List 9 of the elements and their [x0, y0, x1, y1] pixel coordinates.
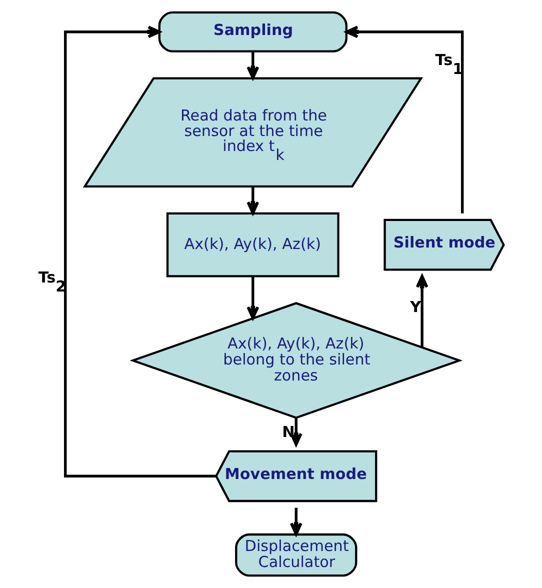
node-box: Ax(k), Ay(k), Az(k) — [166, 212, 340, 278]
arrow — [246, 186, 260, 215]
arrow — [246, 52, 260, 80]
arrow — [290, 508, 302, 536]
node-box: Displacement Calculator — [235, 533, 358, 577]
node-box: Sampling — [158, 11, 348, 52]
arrow — [246, 276, 260, 320]
arrow — [64, 26, 216, 478]
arrow — [345, 26, 464, 214]
